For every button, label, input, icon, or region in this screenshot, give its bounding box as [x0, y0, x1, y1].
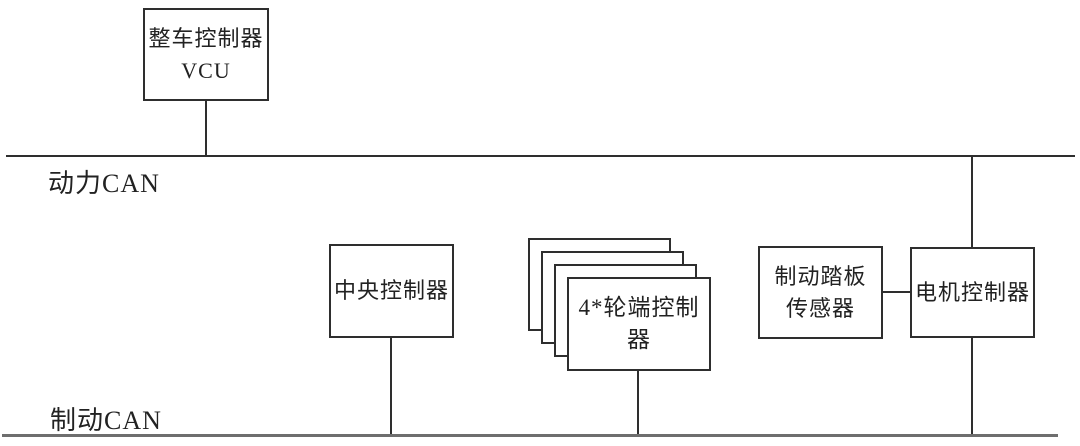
node-motor-controller: 电机控制器 — [910, 247, 1035, 338]
node-wheel-controllers-label: 4*轮端控制器 — [578, 295, 700, 352]
connector-vcu-to-power-can — [205, 99, 207, 157]
node-central-controller-label: 中央控制器 — [333, 278, 449, 303]
connector-central-to-brake-can — [390, 335, 392, 436]
power-can-label: 动力CAN — [48, 169, 160, 198]
node-brake-pedal-sensor-label-line2: 传感器 — [785, 295, 855, 321]
node-motor-controller-label: 电机控制器 — [914, 279, 1030, 305]
brake-can-label: 制动CAN — [50, 406, 162, 435]
connector-pedal-sensor-to-motor — [880, 291, 912, 293]
brake-can-bus-line — [2, 434, 1058, 437]
connector-motor-to-brake-can — [971, 335, 973, 436]
node-wheel-controllers: 4*轮端控制器 — [567, 277, 711, 371]
node-central-controller: 中央控制器 — [329, 244, 454, 338]
node-brake-pedal-sensor: 制动踏板 传感器 — [758, 246, 883, 339]
node-vcu-label-line1: 整车控制器 — [148, 25, 264, 51]
node-brake-pedal-sensor-label-line1: 制动踏板 — [774, 263, 867, 289]
connector-wheel-to-brake-can — [637, 368, 639, 436]
node-vcu: 整车控制器 VCU — [143, 8, 269, 101]
connector-motor-to-power-can — [971, 156, 973, 249]
node-vcu-label-line2: VCU — [181, 57, 231, 83]
power-can-bus-line — [6, 155, 1075, 157]
